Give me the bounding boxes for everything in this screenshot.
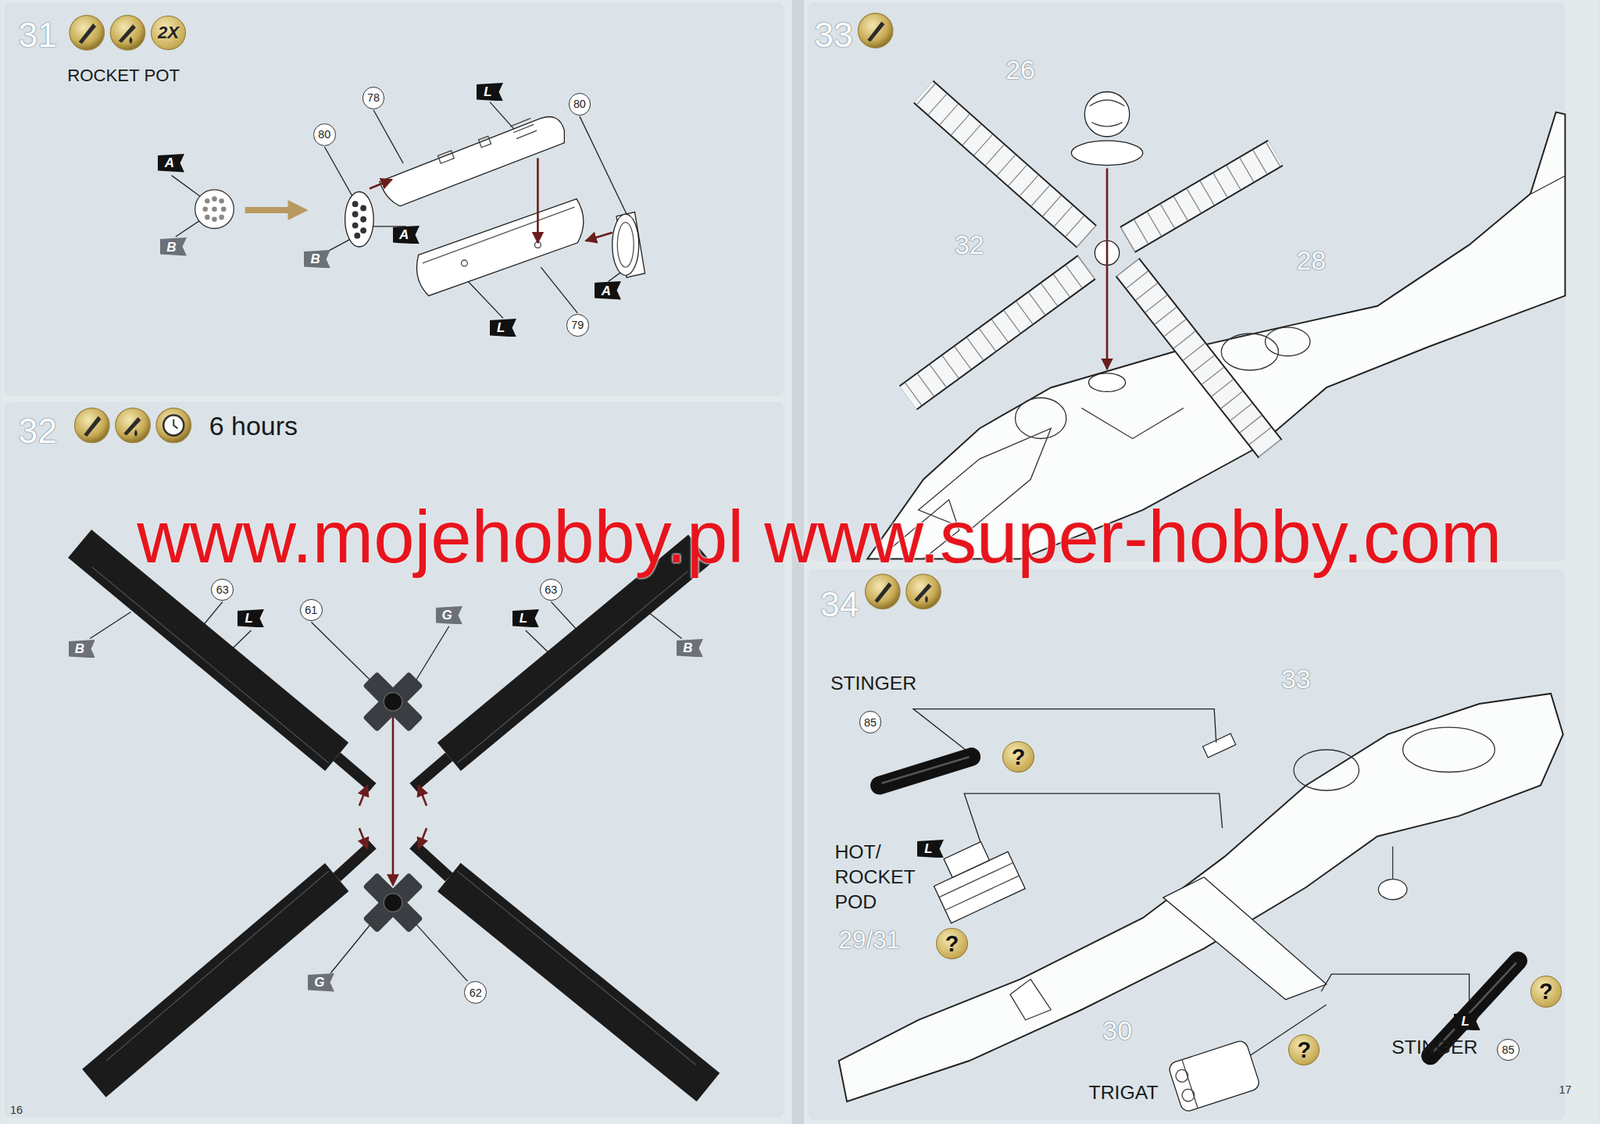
flag-fill: [476, 82, 504, 102]
option-text: ?: [1296, 1039, 1311, 1062]
flag-letter: L: [496, 321, 505, 335]
flag-letter: L: [483, 85, 492, 99]
page-number: 17: [1559, 1082, 1572, 1098]
flag-fill: [237, 609, 265, 629]
step-panel: 31ROCKET POT2XAB78L8080ABAL79: [3, 2, 784, 397]
flag-letter: A: [399, 228, 409, 242]
flag-fill: [435, 606, 463, 625]
callout-text: 61: [304, 604, 318, 616]
flag-letter: B: [75, 642, 85, 656]
flag-fill: [160, 237, 187, 257]
color-flag: A: [392, 225, 420, 245]
color-flag: A: [594, 281, 622, 300]
flag-fill: [676, 639, 704, 658]
drying-time: 6 hours: [209, 410, 298, 443]
step-number: 32: [18, 410, 58, 452]
step-number: 34: [820, 583, 859, 625]
option-text: ?: [945, 932, 960, 956]
callout-number: 79: [566, 314, 590, 337]
color-flag: B: [676, 639, 704, 658]
option-text: ?: [1011, 746, 1026, 769]
flag-letter: G: [441, 608, 452, 622]
color-flag: A: [157, 153, 185, 173]
flag-fill: [392, 225, 420, 245]
step-reference: 33: [1281, 661, 1311, 697]
step-reference: 32: [954, 227, 985, 262]
callout-text: 79: [571, 319, 584, 331]
option-marker: ?: [1002, 741, 1034, 773]
option-marker: ?: [935, 928, 968, 960]
callout-text: 85: [864, 717, 877, 729]
flag-fill: [307, 973, 335, 993]
color-flag: B: [303, 250, 331, 269]
color-flag: G: [307, 973, 335, 993]
callout-number: 80: [568, 92, 592, 116]
callout-text: 80: [317, 128, 331, 140]
color-flag: L: [476, 82, 504, 102]
flag-fill: [303, 250, 331, 269]
step-number: 33: [814, 14, 853, 56]
flag-fill: [489, 318, 517, 338]
color-flag: L: [512, 609, 540, 629]
color-flag: L: [237, 609, 265, 629]
step-reference: 28: [1296, 242, 1326, 278]
flag-fill: [512, 609, 540, 629]
color-flag: B: [68, 639, 96, 659]
color-flag: G: [435, 606, 463, 625]
flag-fill: [594, 281, 622, 300]
flag-letter: B: [166, 240, 176, 254]
callout-text: 85: [1501, 1044, 1515, 1056]
flag-letter: B: [310, 252, 320, 266]
flag-letter: B: [682, 641, 693, 655]
flag-letter: L: [924, 842, 933, 856]
step-title: ROCKET POT: [67, 65, 180, 87]
flag-letter: G: [314, 975, 325, 990]
flag-letter: L: [244, 611, 253, 625]
page-number: 16: [10, 1103, 23, 1118]
callout-number: 78: [362, 86, 386, 110]
callout-number: 85: [859, 710, 883, 734]
callout-number: 63: [210, 578, 234, 602]
flag-fill: [1453, 1012, 1481, 1032]
color-flag: L: [1453, 1012, 1481, 1032]
step-reference: 30: [1102, 1013, 1133, 1048]
callout-text: 63: [544, 584, 558, 596]
option-marker: ?: [1288, 1034, 1320, 1066]
color-flag: L: [917, 839, 944, 859]
quantity-badge: 2X: [150, 15, 186, 50]
callout-number: 80: [313, 123, 336, 147]
callout-number: 61: [300, 599, 323, 622]
callout-text: 62: [469, 987, 483, 999]
part-name: HOT/ ROCKET POD: [834, 839, 915, 916]
step-panel: 33: [807, 2, 1565, 562]
callout-text: 78: [367, 92, 380, 104]
flag-letter: L: [1460, 1014, 1469, 1029]
callout-number: 63: [539, 578, 563, 602]
quantity-text: 2X: [157, 24, 179, 42]
step-reference: 29/31: [839, 925, 900, 958]
part-name: TRIGAT: [1089, 1080, 1159, 1106]
flag-fill: [157, 153, 185, 173]
callout-number: 85: [1496, 1039, 1520, 1062]
flag-fill: [917, 839, 944, 859]
step-number: 31: [18, 14, 58, 56]
flag-fill: [68, 639, 96, 659]
color-flag: L: [489, 318, 517, 338]
watermark: www.mojehobby.pl www.super-hobby.com: [136, 489, 1502, 586]
part-name: STINGER: [1391, 1035, 1478, 1061]
option-text: ?: [1539, 980, 1554, 1004]
part-name: STINGER: [830, 671, 917, 697]
callout-text: 80: [573, 98, 586, 110]
flag-letter: A: [601, 284, 611, 298]
flag-letter: A: [164, 156, 175, 170]
callout-number: 62: [464, 981, 487, 1004]
flag-letter: L: [519, 611, 528, 625]
option-marker: ?: [1530, 975, 1562, 1008]
step-reference: 26: [1005, 52, 1036, 87]
color-flag: B: [160, 237, 187, 257]
callout-text: 63: [216, 584, 229, 596]
